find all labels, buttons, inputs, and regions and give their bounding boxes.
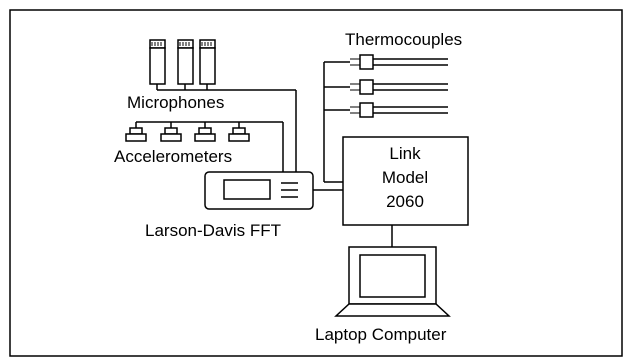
- accelerometer-icons: [125, 122, 250, 142]
- accelerometer-icon: [228, 122, 250, 142]
- accelerometer-icon: [194, 122, 216, 142]
- link-label-line3: 2060: [386, 192, 424, 211]
- fft-label: Larson-Davis FFT: [145, 221, 281, 240]
- accelerometer-icon: [125, 122, 147, 142]
- laptop-label: Laptop Computer: [315, 325, 447, 344]
- link-label-line1: Link: [389, 144, 421, 163]
- thermocouple-probe: [324, 54, 448, 70]
- fft-analyzer-device: [204, 171, 314, 210]
- laptop-icon: [334, 246, 451, 317]
- microphone-icon: [149, 39, 166, 85]
- accelerometer-cable: [136, 121, 284, 172]
- thermocouples-label: Thermocouples: [345, 30, 462, 49]
- accelerometers-label: Accelerometers: [114, 147, 232, 166]
- fft-screen: [223, 179, 271, 200]
- thermocouple-cable: [323, 62, 343, 183]
- microphone-cable: [156, 84, 297, 172]
- link-label-line2: Model: [382, 168, 428, 187]
- microphones-label: Microphones: [127, 93, 224, 112]
- thermocouple-probe: [324, 102, 448, 118]
- diagram-frame: [9, 9, 623, 357]
- thermocouple-probes: [324, 54, 448, 118]
- accelerometer-icon: [160, 122, 182, 142]
- microphone-icon: [177, 39, 194, 85]
- link-model-box: [342, 136, 469, 226]
- microphone-icon: [199, 39, 216, 85]
- microphone-icons: [149, 39, 216, 85]
- thermocouple-probe: [324, 79, 448, 95]
